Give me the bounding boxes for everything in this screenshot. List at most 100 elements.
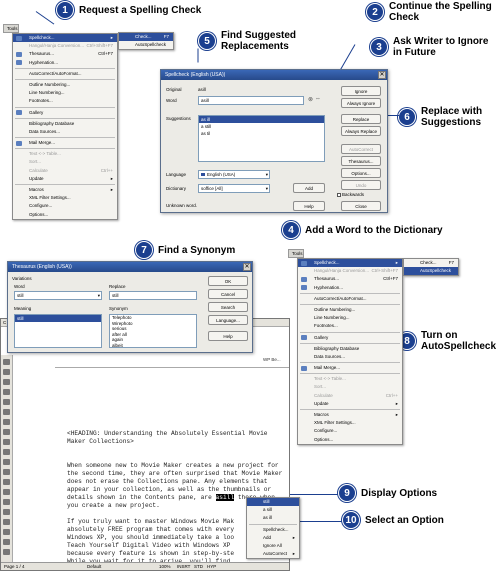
replace-input[interactable]: still bbox=[109, 291, 197, 300]
tool-icon[interactable] bbox=[3, 369, 10, 375]
menu-item-text-table[interactable]: Text <-> Table... bbox=[298, 375, 402, 383]
tool-icon[interactable] bbox=[3, 379, 10, 385]
ok-button[interactable]: OK bbox=[208, 276, 248, 286]
tool-icon[interactable] bbox=[3, 479, 10, 485]
menu-item-update[interactable]: Update▸ bbox=[298, 400, 402, 408]
search-button[interactable]: Search bbox=[208, 302, 248, 312]
menu-item-autocorrect-autoformat[interactable]: AutoCorrect/AutoFormat... bbox=[298, 295, 402, 303]
add-button[interactable]: Add bbox=[293, 183, 325, 193]
tool-icon[interactable] bbox=[3, 359, 10, 365]
menu-item-spellcheck[interactable]: Spellcheck...▸ bbox=[298, 259, 402, 268]
menu-item-bibliography-database[interactable]: Bibliography Database bbox=[13, 120, 117, 128]
tool-icon[interactable] bbox=[3, 399, 10, 405]
menu-item-data-sources[interactable]: Data Sources... bbox=[298, 353, 402, 361]
menu-item-gallery[interactable]: Gallery bbox=[13, 109, 117, 117]
tool-icon[interactable] bbox=[3, 469, 10, 475]
synonym-item[interactable]: again bbox=[112, 337, 124, 342]
menu-item-outline-numbering[interactable]: Outline Numbering... bbox=[13, 81, 117, 89]
insert-mode[interactable]: INSRT bbox=[177, 564, 191, 569]
menu-item-data-sources[interactable]: Data Sources... bbox=[13, 128, 117, 136]
submenu-item-check[interactable]: Check...F7 bbox=[404, 259, 458, 267]
tool-icon[interactable] bbox=[3, 519, 10, 525]
synonym-list[interactable]: Telephoto Wirephoto serious after all ag… bbox=[109, 314, 197, 348]
replace-button[interactable]: Replace bbox=[341, 114, 381, 124]
language-button[interactable]: Language... bbox=[208, 315, 248, 325]
submenu-item-autospellcheck[interactable]: AutoSpellcheck bbox=[404, 267, 458, 276]
suggestion-item[interactable]: as til bbox=[201, 131, 211, 136]
tool-icon[interactable] bbox=[3, 489, 10, 495]
document-text[interactable]: <HEADING: Understanding the Absolutely E… bbox=[67, 430, 282, 566]
menu-item-sort[interactable]: Sort... bbox=[298, 383, 402, 391]
tool-icon[interactable] bbox=[3, 439, 10, 445]
context-item-a-sill[interactable]: a sill bbox=[247, 506, 299, 514]
synonym-item[interactable]: Telephoto bbox=[112, 315, 132, 320]
menu-item-update[interactable]: Update▸ bbox=[13, 175, 117, 183]
ignore-button[interactable]: Ignore bbox=[341, 86, 381, 96]
tool-icon[interactable] bbox=[3, 419, 10, 425]
menu-item-hyphenation[interactable]: Hyphenation... bbox=[298, 284, 402, 292]
context-item-autocorrect[interactable]: AutoCorrect▸ bbox=[247, 550, 299, 558]
tool-icon[interactable] bbox=[3, 549, 10, 555]
autocorrect-button[interactable]: AutoCorrect bbox=[341, 144, 381, 154]
menu-item-mail-merge[interactable]: Mail Merge... bbox=[298, 364, 402, 372]
word-input[interactable]: asill bbox=[198, 96, 304, 105]
zoom-indicator[interactable]: 100% bbox=[159, 564, 171, 569]
tool-icon[interactable] bbox=[3, 429, 10, 435]
tools-menu-title[interactable]: Tools bbox=[288, 249, 304, 258]
tool-icon[interactable] bbox=[3, 509, 10, 515]
close-button[interactable]: Close bbox=[341, 201, 381, 211]
menu-item-thesaurus[interactable]: Thesaurus...Ctrl+F7 bbox=[13, 50, 117, 58]
synonym-item[interactable]: serious bbox=[112, 326, 127, 331]
close-icon[interactable]: ✕ bbox=[378, 71, 386, 79]
menu-item-thesaurus[interactable]: Thesaurus...Ctrl+F7 bbox=[298, 275, 402, 283]
menu-item-mail-merge[interactable]: Mail Merge... bbox=[13, 139, 117, 147]
submenu-item-autospellcheck[interactable]: AutoSpellcheck bbox=[119, 41, 173, 49]
hyperlink-mode[interactable]: HYP bbox=[207, 564, 217, 569]
backwards-checkbox[interactable]: Backwards bbox=[337, 192, 364, 197]
menu-item-options[interactable]: Options... bbox=[13, 211, 117, 219]
tool-icon[interactable] bbox=[3, 449, 10, 455]
menu-item-footnotes[interactable]: Footnotes... bbox=[13, 97, 117, 105]
meaning-list[interactable]: still bbox=[14, 314, 102, 348]
always-replace-button[interactable]: Always Replace bbox=[341, 126, 381, 136]
synonym-item[interactable]: albeit bbox=[112, 342, 123, 348]
menu-item-autocorrect-autoformat[interactable]: AutoCorrect/AutoFormat... bbox=[13, 70, 117, 78]
menu-item-options[interactable]: Options... bbox=[298, 436, 402, 444]
context-item-spellcheck[interactable]: Spellcheck... bbox=[247, 526, 299, 534]
context-item-as-ill[interactable]: as ill bbox=[247, 514, 299, 522]
menu-item-configure[interactable]: Configure... bbox=[13, 202, 117, 210]
suggestion-item[interactable]: as ill bbox=[199, 116, 324, 123]
menu-item-footnotes[interactable]: Footnotes... bbox=[298, 322, 402, 330]
dictionary-select[interactable]: soffice [All] ▾ bbox=[198, 184, 270, 193]
menu-item-hangul-hanja-conversion[interactable]: Hangul/Hanja Conversion...Ctrl+Shift+F7 bbox=[13, 42, 117, 50]
tool-icon[interactable] bbox=[3, 499, 10, 505]
menu-item-configure[interactable]: Configure... bbox=[298, 427, 402, 435]
tool-icon[interactable] bbox=[3, 539, 10, 545]
tool-icon[interactable] bbox=[3, 389, 10, 395]
menu-item-text-table[interactable]: Text <-> Table... bbox=[13, 150, 117, 158]
menu-item-sort[interactable]: Sort... bbox=[13, 158, 117, 166]
menu-item-gallery[interactable]: Gallery bbox=[298, 334, 402, 342]
menu-item-macros[interactable]: Macros▸ bbox=[13, 186, 117, 194]
suggestion-item[interactable]: a still bbox=[201, 124, 212, 129]
submenu-item-check[interactable]: Check...F7 bbox=[119, 33, 173, 42]
menu-item-xml-filter-settings[interactable]: XML Filter Settings... bbox=[298, 419, 402, 427]
synonym-item[interactable]: Wirephoto bbox=[112, 320, 133, 326]
context-item-add[interactable]: Add▸ bbox=[247, 534, 299, 542]
undo-button[interactable]: Undo bbox=[341, 180, 381, 190]
word-select[interactable]: still ▾ bbox=[14, 291, 102, 300]
cancel-button[interactable]: Cancel bbox=[208, 289, 248, 299]
misspelled-word[interactable]: asill bbox=[215, 494, 235, 501]
tool-icon[interactable] bbox=[3, 459, 10, 465]
menu-item-bibliography-database[interactable]: Bibliography Database bbox=[298, 345, 402, 353]
suggestions-list[interactable]: as ill a still as til bbox=[198, 115, 325, 162]
close-icon[interactable]: ✕ bbox=[243, 263, 251, 271]
help-button[interactable]: Help bbox=[208, 331, 248, 341]
language-select[interactable]: English (USA) ▾ bbox=[198, 170, 270, 179]
menu-item-xml-filter-settings[interactable]: XML Filter Settings... bbox=[13, 194, 117, 202]
menu-item-line-numbering[interactable]: Line Numbering... bbox=[298, 314, 402, 322]
context-item-ignore-all[interactable]: Ignore All bbox=[247, 542, 299, 550]
selection-mode[interactable]: STD bbox=[194, 564, 203, 569]
